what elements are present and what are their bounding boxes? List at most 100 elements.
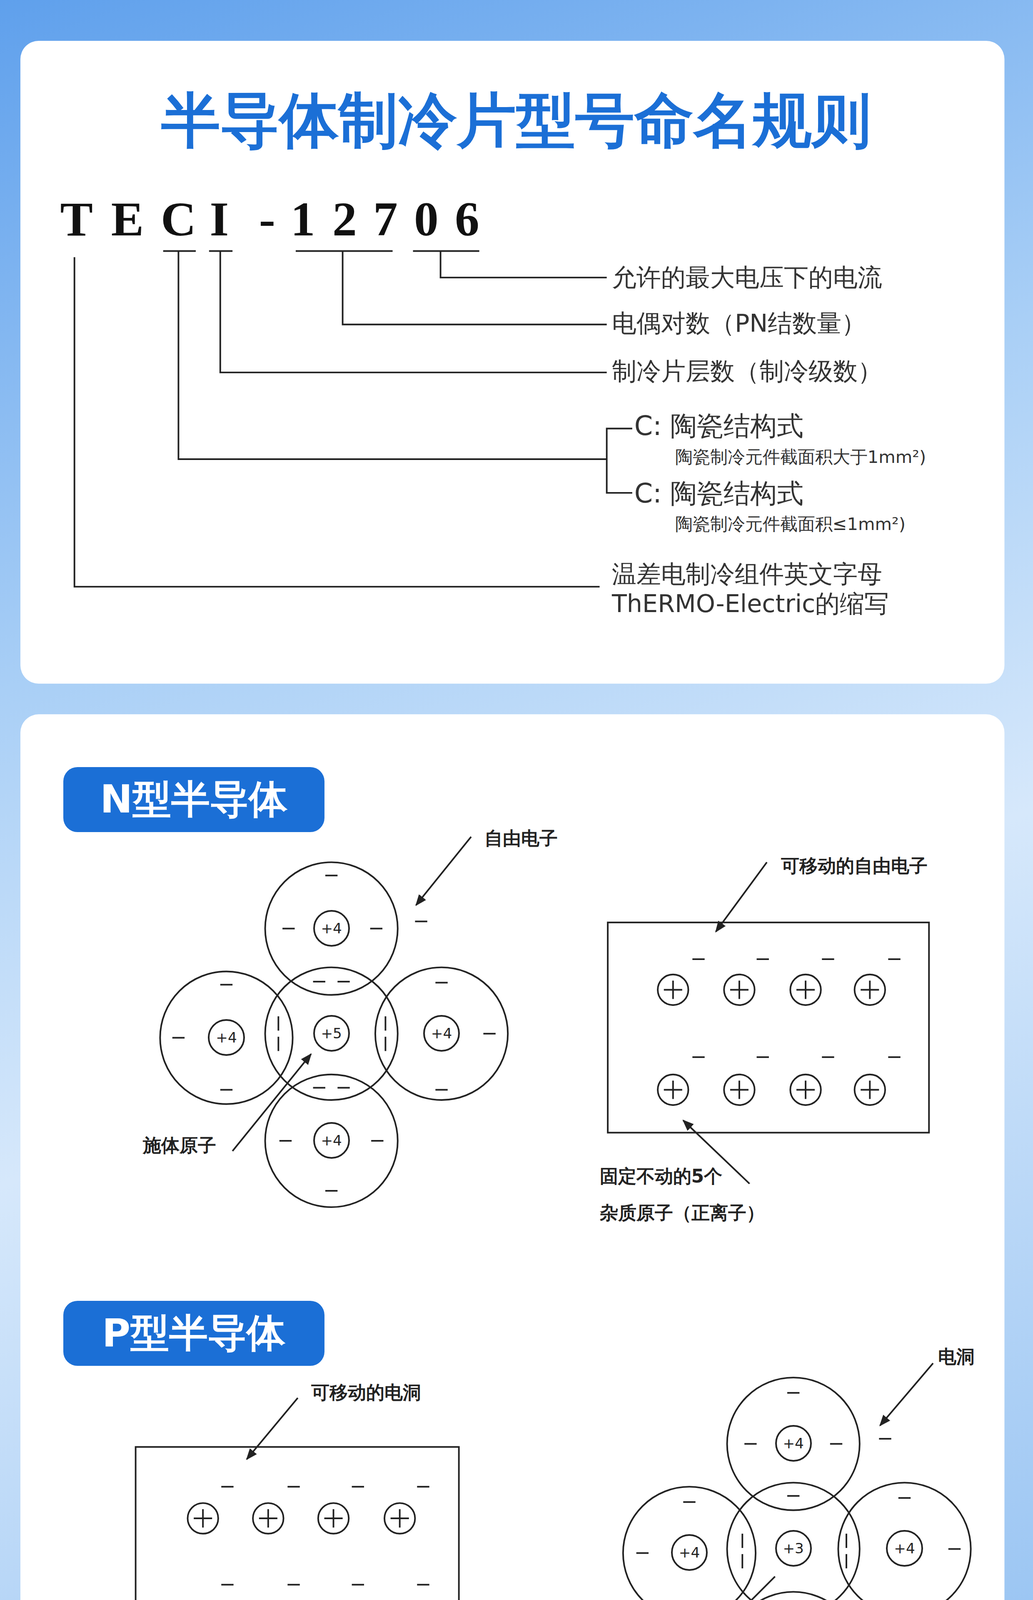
code-description: ThERMO-Electric的缩写 — [611, 589, 890, 619]
charge-mark — [370, 927, 383, 930]
model-letter: 6 — [454, 191, 480, 248]
charge-mark — [636, 1551, 649, 1554]
model-letter: E — [111, 191, 144, 248]
charge-number: +4 — [320, 1131, 342, 1149]
atom-diagram — [135, 836, 971, 1600]
charge-mark — [804, 980, 807, 999]
charge-number: +5 — [320, 1024, 342, 1042]
charge-mark — [399, 1508, 401, 1528]
charge-number: +4 — [431, 1024, 453, 1042]
ion-symbol — [723, 1074, 755, 1105]
charge-mark — [325, 874, 338, 876]
charge-mark — [738, 1080, 741, 1099]
code-description: 陶瓷制冷元件截面积大于1mm²) — [675, 446, 926, 467]
charge-mark — [744, 1442, 757, 1445]
model-letter: C — [160, 191, 197, 248]
charge-mark — [888, 1055, 901, 1058]
charge-mark — [202, 1508, 204, 1528]
charge-mark — [414, 920, 427, 922]
ion-symbol — [318, 1502, 349, 1533]
charge-mark — [804, 1080, 807, 1099]
ion-symbol — [384, 1502, 415, 1533]
charge-mark — [868, 980, 871, 999]
code-description: 温差电制冷组件英文字母 — [611, 560, 883, 589]
nucleus-circle: +4 — [313, 1121, 350, 1159]
charge-number: +4 — [893, 1539, 916, 1557]
charge-mark — [337, 980, 350, 983]
charge-number: +4 — [782, 1434, 804, 1452]
nucleus-circle: +4 — [671, 1533, 708, 1571]
charge-mark — [692, 1055, 705, 1058]
charge-mark — [277, 1036, 280, 1051]
callout-label: 施体原子 — [142, 1134, 217, 1156]
ion-symbol — [657, 974, 689, 1005]
model-letter: - — [259, 191, 276, 248]
nucleus-circle: +5 — [313, 1014, 350, 1052]
ion-symbol — [854, 974, 886, 1005]
badge-text: P型半导体 — [102, 1306, 286, 1360]
charge-mark — [787, 1494, 800, 1497]
charge-mark — [741, 1553, 744, 1568]
charge-mark — [416, 1583, 430, 1585]
charge-number: +3 — [782, 1539, 804, 1557]
charge-mark — [313, 1086, 326, 1089]
charge-mark — [371, 1139, 384, 1142]
charge-mark — [384, 1015, 387, 1031]
nucleus-circle: +4 — [775, 1424, 812, 1462]
code-description: 陶瓷制冷元件截面积≤1mm²) — [675, 514, 906, 534]
nucleus-circle: +4 — [423, 1014, 460, 1052]
ion-symbol — [790, 974, 821, 1005]
charge-mark — [898, 1496, 911, 1499]
charge-mark — [384, 1036, 387, 1051]
code-description: C: 陶瓷结构式 — [634, 411, 804, 442]
code-description: 电偶对数（PN结数量） — [611, 309, 866, 338]
ion-symbol — [723, 974, 755, 1005]
charge-mark — [337, 1086, 350, 1089]
charge-number: +4 — [320, 919, 342, 937]
callout-label: 可移动的电洞 — [311, 1381, 422, 1403]
charge-mark — [845, 1553, 848, 1568]
charge-mark — [948, 1547, 961, 1550]
charge-mark — [282, 927, 295, 930]
charge-mark — [325, 1189, 338, 1192]
code-description: 允许的最大电压下的电流 — [611, 263, 883, 292]
charge-number: +4 — [215, 1028, 238, 1046]
charge-mark — [787, 1391, 800, 1394]
card — [20, 713, 1005, 1600]
model-letter: I — [209, 191, 229, 248]
ion-symbol — [187, 1502, 218, 1533]
code-description: C: 陶瓷结构式 — [634, 478, 804, 509]
ion-symbol — [790, 1074, 821, 1105]
charge-mark — [172, 1036, 185, 1039]
charge-mark — [435, 981, 448, 984]
nucleus-circle: +4 — [313, 909, 350, 947]
nucleus-circle: +3 — [775, 1529, 812, 1567]
charge-mark — [672, 1080, 674, 1099]
charge-mark — [821, 958, 834, 960]
charge-marks — [172, 875, 961, 1600]
charge-mark — [821, 1055, 834, 1058]
code-description: 制冷片层数（制冷级数） — [611, 356, 883, 386]
charge-mark — [279, 1139, 292, 1142]
charge-mark — [287, 1485, 300, 1488]
charge-mark — [332, 1508, 335, 1528]
charge-mark — [672, 980, 674, 999]
section-badge: N型半导体 — [63, 766, 325, 832]
model-letter: 0 — [414, 191, 439, 248]
ion-symbol — [252, 1502, 284, 1533]
callout-label: 电洞 — [938, 1345, 975, 1368]
callout-label: 可移动的自由电子 — [780, 855, 928, 877]
charge-mark — [483, 1032, 496, 1035]
charge-number: +4 — [678, 1543, 701, 1561]
charge-mark — [741, 1533, 744, 1548]
charge-mark — [220, 1088, 233, 1091]
charge-mark — [756, 958, 769, 960]
charge-mark — [267, 1508, 270, 1528]
title: 半导体制冷片型号命名规则 — [161, 86, 871, 155]
charge-mark — [221, 1485, 234, 1488]
badge-text: N型半导体 — [99, 773, 288, 826]
charge-mark — [738, 980, 741, 999]
section-badge: P型半导体 — [63, 1300, 325, 1366]
card — [20, 40, 1005, 684]
